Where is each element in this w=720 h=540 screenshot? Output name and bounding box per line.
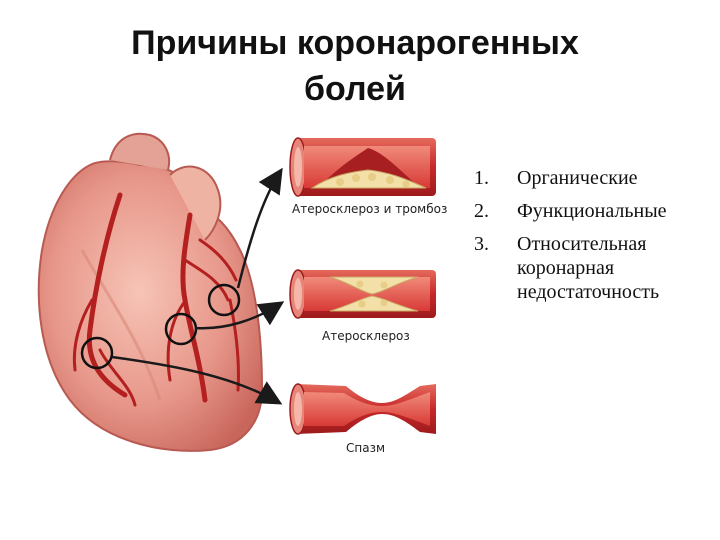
coronary-arteries [72, 192, 241, 407]
cause-number: 2. [474, 200, 489, 222]
slide-title-line-1: Причины коронарогенных [131, 24, 579, 62]
cause-item-functional: 2. Функциональные [474, 199, 718, 223]
cause-item-organic: 1. Органические [474, 166, 718, 190]
cause-item-relative: 3. Относительная коронарная недостаточно… [474, 232, 718, 304]
lesion-circle-3 [80, 336, 114, 370]
vessel-atherosclerosis [289, 269, 436, 319]
cause-text: Относительная коронарная недостаточность [517, 233, 660, 303]
cause-text: Органические [517, 167, 638, 189]
vessel-label-spasm: Спазм [346, 441, 385, 455]
cause-number: 3. [474, 233, 489, 255]
causes-list: 1. Органические 2. Функциональные 3. Отн… [474, 166, 718, 313]
vessel-spasm [289, 383, 436, 435]
slide-title: Причины коронарогенных болей [0, 20, 710, 112]
arrow-to-thrombosis [236, 167, 283, 289]
vessel-thrombosis [289, 137, 436, 197]
arrow-to-spasm [111, 355, 283, 405]
heart-illustration [37, 132, 264, 452]
slide-title-line-2: болей [304, 70, 406, 108]
arrow-to-atherosclerosis [194, 301, 285, 330]
vessel-label-thrombosis: Атеросклероз и тромбоз [292, 202, 447, 216]
lesion-circle-1 [207, 283, 241, 317]
vessel-label-atherosclerosis: Атеросклероз [322, 329, 410, 343]
cause-text: Функциональные [517, 200, 667, 222]
cause-number: 1. [474, 167, 489, 189]
